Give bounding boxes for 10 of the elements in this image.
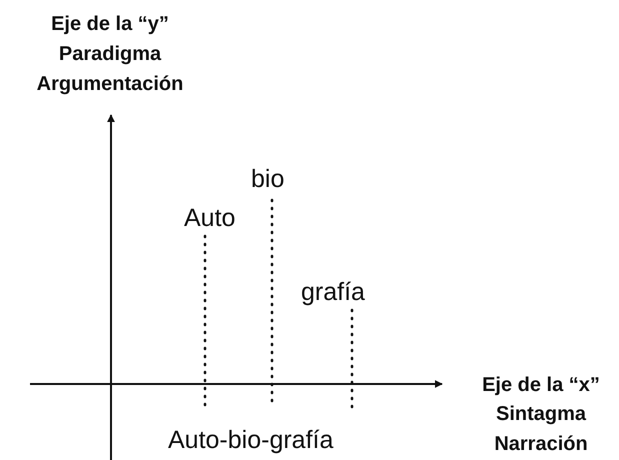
axis-title: Sintagma	[496, 404, 586, 424]
word-label: bio	[251, 167, 284, 192]
axis-title: Narración	[494, 434, 588, 454]
axis-title: Eje de la “x”	[482, 375, 600, 395]
axis-title: Paradigma	[58, 44, 162, 64]
word-label: grafía	[301, 280, 365, 305]
word-label: Auto-bio-grafía	[168, 428, 334, 453]
axis-title: Eje de la “y”	[51, 14, 169, 34]
word-label: Auto	[184, 206, 236, 231]
axis-title: Argumentación	[36, 74, 184, 94]
